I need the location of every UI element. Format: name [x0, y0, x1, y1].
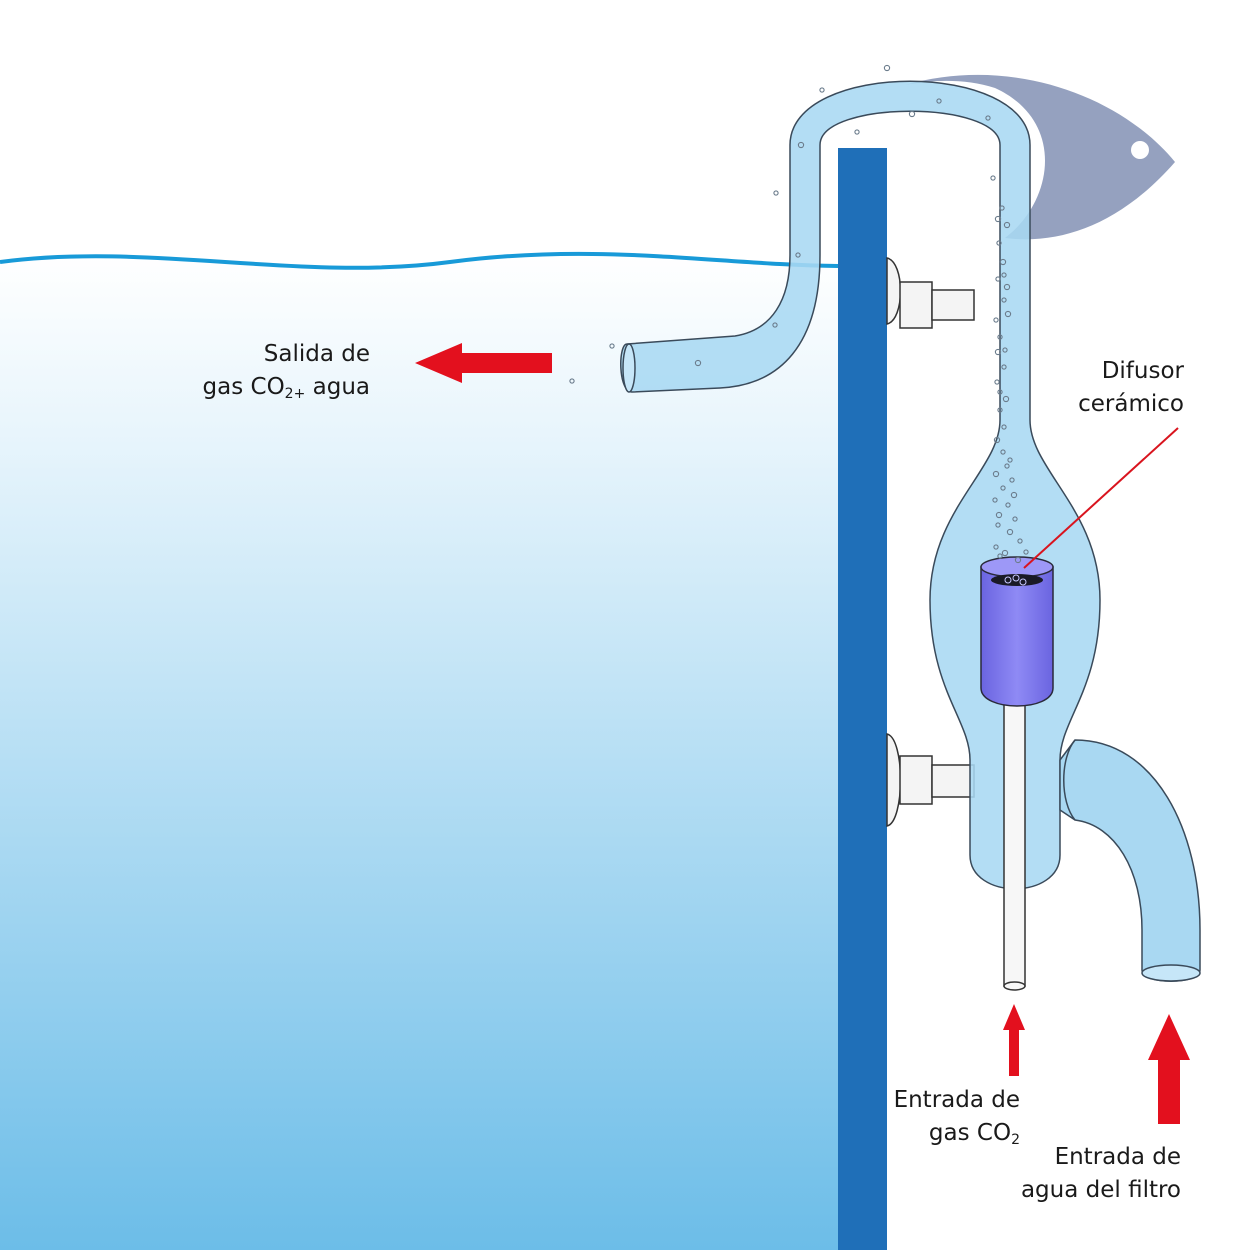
water-inlet-label: Entrada de agua del filtro — [1021, 1141, 1181, 1207]
bubble — [1001, 424, 1007, 430]
bubble — [1000, 485, 1006, 491]
bubble — [1023, 549, 1029, 555]
bubble — [795, 252, 801, 258]
bubble — [994, 379, 1000, 385]
diffuser-pointer-line — [1023, 427, 1179, 569]
bubble — [1002, 347, 1008, 353]
gas-inlet-label: Entrada de gas CO2 — [894, 1084, 1020, 1150]
bubble — [990, 175, 996, 181]
bubble — [819, 87, 825, 93]
bubble — [1010, 491, 1018, 499]
bubble — [1001, 297, 1007, 303]
water-inlet-arrow — [1148, 1014, 1190, 1124]
gas-inlet-label-line1: Entrada de — [893, 1087, 1020, 1113]
outlet-label: Salida de gas CO2+ agua — [203, 338, 370, 404]
bubble — [1004, 310, 1012, 318]
bubble — [993, 317, 999, 323]
ceramic-diffuser — [980, 556, 1054, 707]
bubble — [1006, 528, 1014, 536]
reactor-tube — [620, 80, 1101, 890]
bubble — [854, 129, 860, 135]
outlet-arrow — [415, 343, 552, 383]
bubble — [994, 348, 1002, 356]
bubble — [999, 205, 1005, 211]
bubble — [1009, 477, 1015, 483]
diffuser-label-line2: cerámico — [1078, 391, 1184, 417]
bubble — [1005, 502, 1011, 508]
outlet-label-line2: gas CO2+ agua — [202, 374, 370, 402]
bubble — [1003, 221, 1011, 229]
bubble — [797, 141, 805, 149]
bubble — [1000, 449, 1006, 455]
bubble — [772, 322, 778, 328]
water-inlet-label-line1: Entrada de — [1054, 1144, 1181, 1170]
bubble — [995, 276, 1001, 282]
bubble — [1002, 395, 1010, 403]
bubble — [1007, 457, 1013, 463]
water-inlet-label-line2: agua del filtro — [1020, 1177, 1181, 1203]
bubble — [1003, 283, 1011, 291]
bubble — [1004, 463, 1010, 469]
aquarium-water — [0, 253, 838, 1250]
bubble — [997, 553, 1003, 559]
filter-inlet-pipe — [1059, 739, 1201, 982]
gas-inlet-arrow — [1003, 1004, 1025, 1076]
diffuser-label: Difusor cerámico — [1078, 355, 1184, 421]
bubble — [993, 544, 999, 550]
bubble — [995, 511, 1003, 519]
tank-wall — [838, 148, 887, 1250]
bubble — [1001, 272, 1007, 278]
bubble — [996, 240, 1002, 246]
bubble — [995, 522, 1001, 528]
bubble — [694, 359, 702, 367]
bubble — [1001, 549, 1009, 557]
bubble — [994, 215, 1002, 223]
bubble — [569, 378, 575, 384]
bubble — [993, 436, 1001, 444]
bubble — [1012, 516, 1018, 522]
fish-logo — [905, 74, 1175, 240]
diffuser-label-line1: Difusor — [1101, 358, 1184, 384]
bubble — [985, 115, 991, 121]
water-surface-line — [0, 251, 839, 270]
suction-cup-bottom — [886, 733, 975, 827]
bubble — [883, 64, 891, 72]
bubble — [1001, 364, 1007, 370]
bubble — [997, 407, 1003, 413]
bubble — [997, 389, 1003, 395]
co2-inlet-tube — [1003, 697, 1026, 987]
bubble — [999, 258, 1007, 266]
bubble — [1014, 556, 1022, 564]
bubble — [908, 110, 916, 118]
bubble — [992, 497, 998, 503]
co2-bubbles — [569, 64, 1029, 564]
bubble — [992, 470, 1000, 478]
outlet-label-line1: Salida de — [263, 341, 370, 367]
bubble — [936, 98, 942, 104]
bubble — [773, 190, 779, 196]
suction-cup-top — [886, 257, 975, 329]
bubble — [1017, 538, 1023, 544]
bubble — [609, 343, 615, 349]
bubble — [997, 334, 1003, 340]
gas-inlet-label-line2: gas CO2 — [928, 1120, 1020, 1148]
outlet-opening — [622, 343, 636, 393]
